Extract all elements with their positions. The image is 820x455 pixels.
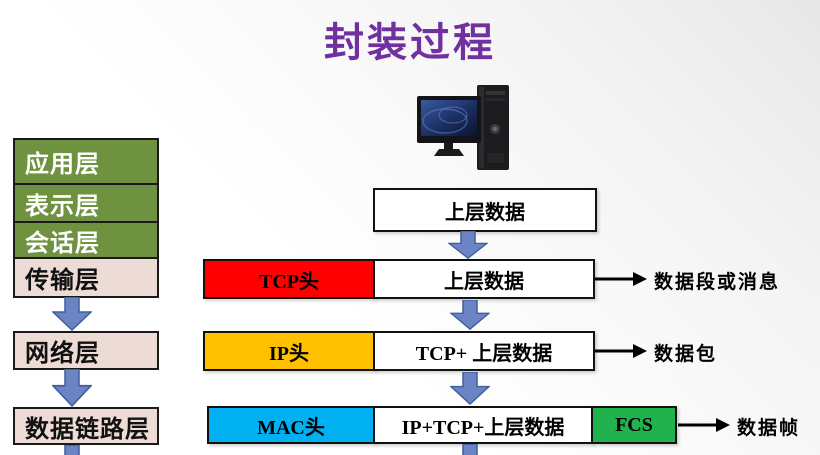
data-cell-label: 上层数据 <box>444 270 524 293</box>
tcp-header-cell: TCP头 <box>203 259 375 299</box>
right-arrow-icon <box>595 344 647 363</box>
layer-label: 会话层 <box>25 229 100 257</box>
layer-box-datalink: 数据链路层 <box>13 407 159 445</box>
page-title: 封装过程 <box>324 21 496 65</box>
layer-box-transport: 传输层 <box>13 257 159 298</box>
header-cell-label: TCP头 <box>259 270 319 293</box>
down-arrow-icon <box>449 299 491 335</box>
down-arrow-icon <box>450 443 490 455</box>
desktop-computer-icon <box>415 83 515 180</box>
header-cell-label: MAC头 <box>257 416 325 439</box>
ip-header-cell: IP头 <box>203 331 375 371</box>
data-cell-label: TCP+ 上层数据 <box>415 342 553 365</box>
data-cell-ip-tcp-data: IP+TCP+上层数据 <box>373 406 593 444</box>
data-cell-upper-data: 上层数据 <box>373 188 597 232</box>
result-label-frame: 数据帧 <box>737 418 801 439</box>
data-cell-label: 上层数据 <box>445 201 525 224</box>
layer-box-network: 网络层 <box>13 331 159 370</box>
data-cell-tcp-data: TCP+ 上层数据 <box>373 331 595 371</box>
result-label-packet: 数据包 <box>654 344 718 365</box>
layer-box-presentation: 表示层 <box>13 183 159 223</box>
layer-box-session: 会话层 <box>13 221 159 259</box>
fcs-trailer-cell: FCS <box>591 406 677 444</box>
down-arrow-icon <box>447 230 489 264</box>
layer-label: 表示层 <box>25 192 100 220</box>
down-arrow-icon <box>51 296 93 336</box>
layer-label: 应用层 <box>25 151 100 178</box>
mac-header-cell: MAC头 <box>207 406 375 444</box>
right-arrow-icon <box>595 272 647 291</box>
layer-box-application: 应用层 <box>13 138 159 185</box>
layer-label: 网络层 <box>25 340 100 367</box>
down-arrow-icon <box>52 444 92 455</box>
data-cell-label: IP+TCP+上层数据 <box>401 416 565 439</box>
down-arrow-icon <box>449 371 491 410</box>
layer-label: 传输层 <box>25 267 100 294</box>
data-cell-upper-data: 上层数据 <box>373 259 595 299</box>
result-label-segment: 数据段或消息 <box>654 272 781 293</box>
down-arrow-icon <box>51 368 93 412</box>
header-cell-label: IP头 <box>269 342 309 365</box>
right-arrow-icon <box>678 418 730 437</box>
trailer-cell-label: FCS <box>615 413 653 436</box>
layer-label: 数据链路层 <box>25 415 150 443</box>
